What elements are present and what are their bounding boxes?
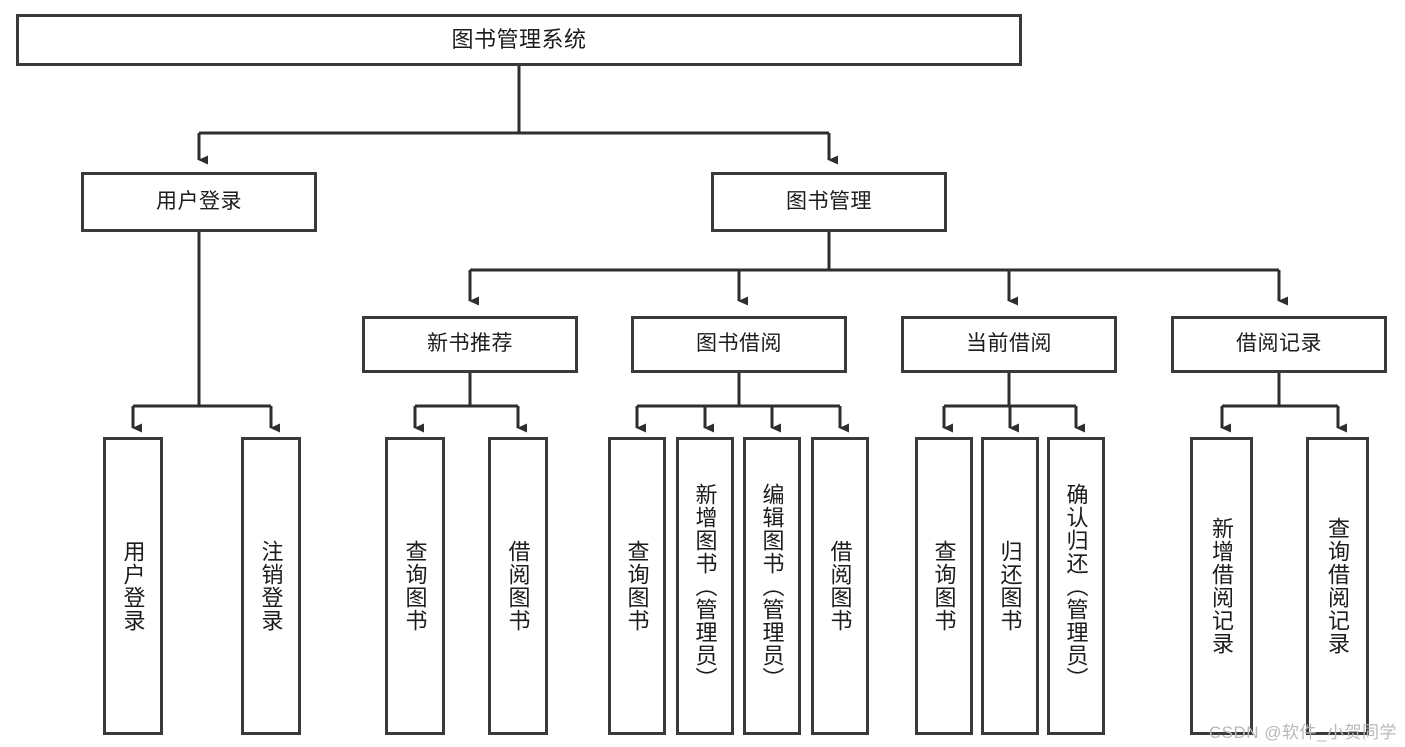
leaf-record-query-record[interactable]: 查询借阅记录 [1306, 437, 1369, 735]
leaf-logout[interactable]: 注销登录 [241, 437, 301, 735]
node-label: 用户登录 [120, 540, 146, 632]
node-label: 借阅图书 [827, 540, 853, 632]
node-label: 图书管理 [786, 189, 872, 213]
node-label: 查询图书 [402, 540, 428, 632]
node-new-book-recommend[interactable]: 新书推荐 [362, 316, 578, 373]
leaf-borrow-edit-book-admin[interactable]: 编辑图书（管理员） [743, 437, 801, 735]
leaf-recommend-query-book[interactable]: 查询图书 [385, 437, 445, 735]
node-user-login[interactable]: 用户登录 [81, 172, 317, 232]
node-label: 查询图书 [931, 540, 957, 632]
node-label: 当前借阅 [966, 332, 1052, 356]
node-label: 新增借阅记录 [1209, 517, 1235, 655]
leaf-current-query-book[interactable]: 查询图书 [915, 437, 973, 735]
csdn-watermark: CSDN @软件_小贺同学 [1208, 723, 1397, 742]
node-label: 归还图书 [997, 540, 1023, 632]
node-label: 图书管理系统 [451, 27, 587, 53]
node-book-borrow[interactable]: 图书借阅 [631, 316, 847, 373]
node-label: 新增图书（管理员） [692, 482, 718, 690]
leaf-record-add-record[interactable]: 新增借阅记录 [1190, 437, 1253, 735]
node-book-management[interactable]: 图书管理 [711, 172, 947, 232]
node-label: 借阅记录 [1236, 332, 1322, 356]
leaf-borrow-borrow-book[interactable]: 借阅图书 [811, 437, 869, 735]
node-label: 编辑图书（管理员） [759, 482, 785, 690]
node-label: 查询图书 [624, 540, 650, 632]
node-label: 借阅图书 [505, 540, 531, 632]
leaf-user-login[interactable]: 用户登录 [103, 437, 163, 735]
leaf-recommend-borrow-book[interactable]: 借阅图书 [488, 437, 548, 735]
node-borrow-record[interactable]: 借阅记录 [1171, 316, 1387, 373]
leaf-borrow-add-book-admin[interactable]: 新增图书（管理员） [676, 437, 734, 735]
leaf-current-return-book[interactable]: 归还图书 [981, 437, 1039, 735]
node-label: 确认归还（管理员） [1063, 482, 1089, 690]
node-label: 新书推荐 [427, 332, 513, 356]
node-current-borrow[interactable]: 当前借阅 [901, 316, 1117, 373]
node-label: 注销登录 [258, 540, 284, 632]
node-root-system[interactable]: 图书管理系统 [16, 14, 1022, 66]
node-label: 图书借阅 [696, 332, 782, 356]
node-label: 查询借阅记录 [1325, 517, 1351, 655]
leaf-current-confirm-return-admin[interactable]: 确认归还（管理员） [1047, 437, 1105, 735]
node-label: 用户登录 [156, 189, 242, 213]
leaf-borrow-query-book[interactable]: 查询图书 [608, 437, 666, 735]
